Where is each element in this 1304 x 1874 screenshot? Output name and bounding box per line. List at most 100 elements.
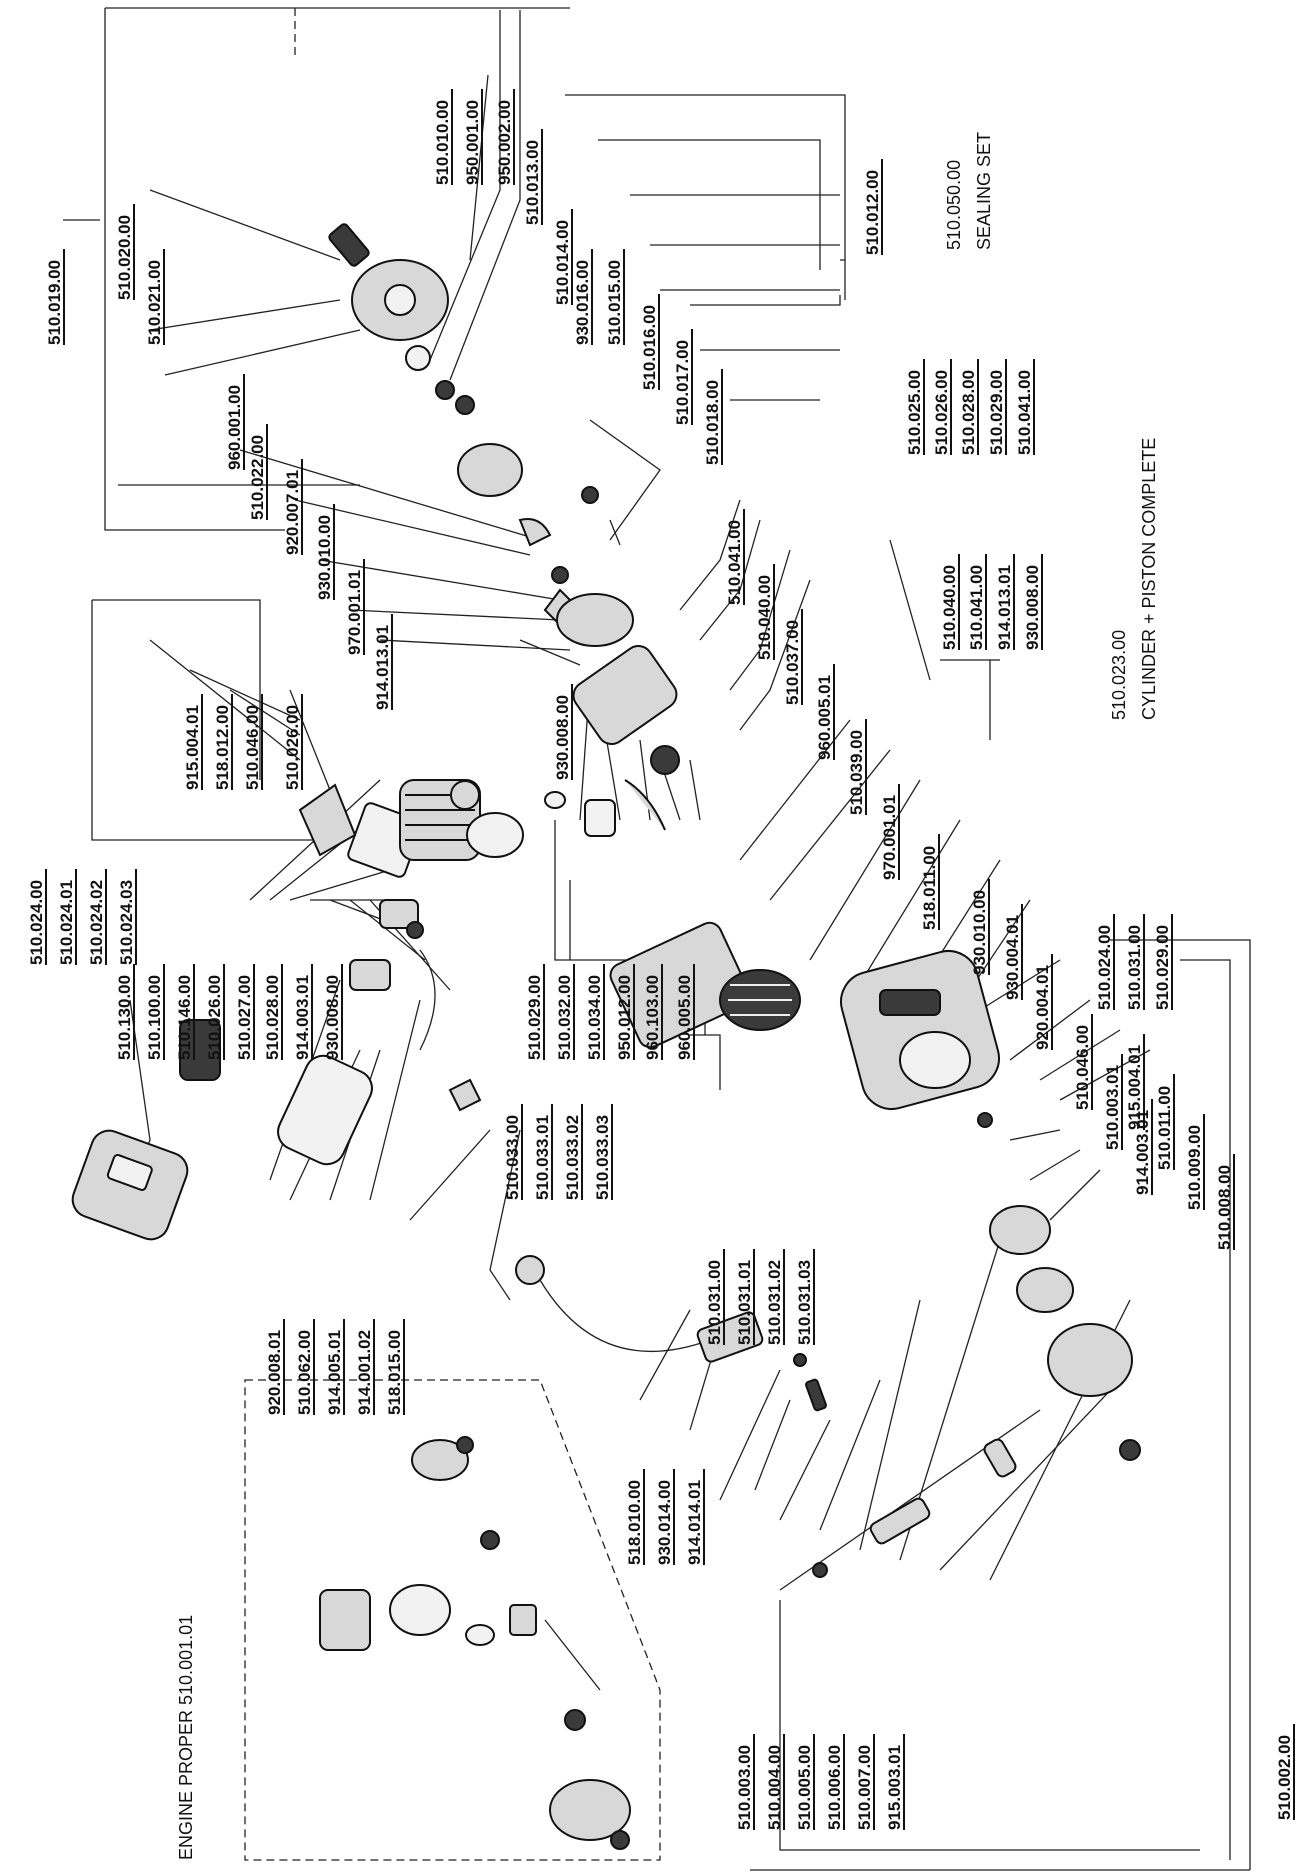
part-number-text: 510.016.00: [640, 305, 659, 390]
engine-proper-caption: ENGINE PROPER 510.001.01: [176, 1615, 196, 1860]
carburetor-sketch: [179, 1019, 221, 1081]
part-number-label: 510.024.02: [87, 869, 107, 965]
part-number-text: 510.027.00: [235, 975, 254, 1060]
part-number-text: 510.041.00: [967, 565, 986, 650]
fuel-tank-sketch: [277, 1054, 373, 1166]
part-number-label: 510.039.00: [847, 719, 867, 815]
part-number-label: 510.010.00: [433, 89, 453, 185]
part-number-text: 510.021.00: [145, 260, 164, 345]
part-number-label: 915.004.01: [1125, 1034, 1145, 1130]
part-number-label: 510.011.00: [1155, 1074, 1175, 1170]
part-number-label: 915.004.01: [183, 694, 203, 790]
coil-screw-sketch: [793, 1353, 807, 1367]
part-number-text: 970.001.01: [345, 570, 364, 655]
part-number-label: 510.003.01: [1103, 1054, 1123, 1150]
ignition-cap-sketch: [515, 1255, 545, 1285]
part-number-label: 510.031.03: [795, 1249, 815, 1345]
part-number-label: 960.005.00: [675, 964, 695, 1060]
part-number-text: 510.040.00: [940, 565, 959, 650]
part-number-text: 930.016.00: [573, 260, 592, 345]
part-number-label: 914.003.01: [293, 964, 313, 1060]
part-number-label: 510.041.00: [725, 509, 745, 605]
part-number-text: 510.033.02: [563, 1115, 582, 1200]
part-number-text: 950.001.00: [463, 100, 482, 185]
part-number-text: 510.026.00: [283, 705, 302, 790]
fan-housing-grille-sketch: [879, 989, 941, 1016]
part-number-label: 510.020.00: [115, 204, 135, 300]
part-number-text: 950.002.00: [495, 100, 514, 185]
part-number-text: 510.046.00: [1073, 1025, 1092, 1110]
part-number-label: 960.001.00: [225, 374, 245, 470]
part-number-text: 510.041.00: [725, 520, 744, 605]
part-number-label: 510.022.00: [248, 424, 268, 520]
part-number-text: 920.007.01: [283, 470, 302, 555]
carburetor-flange-sketch: [379, 899, 419, 929]
part-number-label: 914.001.02: [355, 1319, 375, 1415]
part-number-label: 920.008.01: [265, 1319, 285, 1415]
part-number-text: 510.012.00: [863, 170, 882, 255]
part-number-text: 510.013.00: [523, 140, 542, 225]
part-number-label: 930.016.00: [573, 249, 593, 345]
part-number-text: 510.033.03: [593, 1115, 612, 1200]
part-number-text: 510.026.00: [932, 370, 951, 455]
part-number-text: 914.013.01: [373, 625, 392, 710]
ignition-cable-sketch: [539, 1279, 711, 1353]
part-number-text: 510.002.00: [1275, 1735, 1294, 1820]
crankcase-upper-sketch: [572, 645, 678, 745]
part-number-text: 510.037.00: [783, 620, 802, 705]
inset-cylinder: [319, 1589, 371, 1651]
part-number-label: 510.029.00: [525, 964, 545, 1060]
top-washer-sketch: [405, 345, 431, 371]
part-number-label: 518.011.00: [920, 834, 940, 930]
part-number-text: 950.012.00: [615, 975, 634, 1060]
part-number-label: 518.010.00: [625, 1469, 645, 1565]
part-number-text: 510.033.00: [503, 1115, 522, 1200]
part-number-text: 510.130.00: [115, 975, 134, 1060]
part-number-label: 510.041.00: [1015, 359, 1035, 455]
part-number-text: 915.004.01: [183, 705, 202, 790]
part-number-label: 510.024.01: [57, 869, 77, 965]
part-number-text: 510.004.00: [765, 1745, 784, 1830]
part-number-text: 518.010.00: [625, 1480, 644, 1565]
part-number-label: 914.014.01: [685, 1469, 705, 1565]
inset-crankcase-top: [411, 1439, 469, 1481]
top-clutch-drum-sketch: [457, 443, 523, 497]
part-number-label: 510.021.00: [145, 249, 165, 345]
part-number-label: 510.009.00: [1185, 1114, 1205, 1210]
part-number-label: 950.001.00: [463, 89, 483, 185]
part-number-label: 930.010.00: [970, 879, 990, 975]
part-number-label: 518.012.00: [213, 694, 233, 790]
part-number-text: 510.015.00: [605, 260, 624, 345]
inset-ring: [465, 1624, 495, 1646]
part-number-label: 510.018.00: [703, 369, 723, 465]
part-number-text: 510.040.00: [755, 575, 774, 660]
part-number-label: 510.029.00: [987, 359, 1007, 455]
cylinder-fins-sketch: [405, 794, 475, 841]
part-number-label: 518.015.00: [385, 1319, 405, 1415]
starter-screw-sketch: [1119, 1439, 1141, 1461]
part-sketches: [71, 223, 1141, 1591]
part-number-text: 510.006.00: [825, 1745, 844, 1830]
part-number-text: 960.001.00: [225, 385, 244, 470]
part-number-label: 510.004.00: [765, 1734, 785, 1830]
part-number-text: 930.008.00: [1023, 565, 1042, 650]
part-number-text: 930.010.00: [970, 890, 989, 975]
part-number-label: 510.062.00: [295, 1319, 315, 1415]
part-number-label: 510.012.00: [863, 159, 883, 255]
part-number-text: 960.103.00: [643, 975, 662, 1060]
part-number-labels: 510.019.00510.020.00510.021.00510.010.00…: [27, 89, 1295, 1830]
part-number-label: 510.025.00: [905, 359, 925, 455]
engine-proper-inset: [244, 1379, 661, 1861]
top-pin-sketch: [551, 566, 569, 584]
part-number-text: 510.003.00: [735, 1745, 754, 1830]
part-number-text: 518.011.00: [920, 846, 939, 930]
part-number-text: 510.024.01: [57, 880, 76, 965]
part-number-text: 510.029.00: [1153, 925, 1172, 1010]
part-number-text: 930.004.01: [1003, 915, 1022, 1000]
part-number-label: 510.028.00: [959, 359, 979, 455]
part-number-label: 960.005.01: [815, 664, 835, 760]
part-number-text: 915.003.01: [885, 1745, 904, 1830]
part-number-text: 920.008.01: [265, 1330, 284, 1415]
part-number-text: 510.007.00: [855, 1745, 874, 1830]
